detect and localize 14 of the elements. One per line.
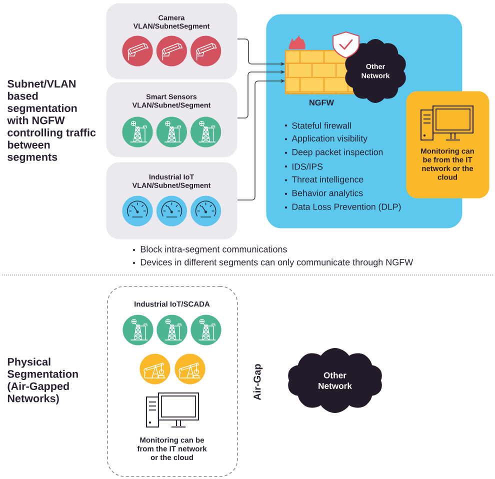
list-item: Stateful firewall	[292, 122, 351, 129]
list-item: Deep packet inspection	[292, 148, 383, 157]
firewall-label: NGFW	[310, 100, 334, 106]
vertical-label: Air-Gap	[253, 364, 263, 400]
section-heading: Subnet/VLAN based segmentation with NGFW controlling traffic between segments	[7, 80, 96, 163]
list-item: Data Loss Prevention (DLP)	[292, 203, 401, 212]
list-item: IDS/IPS	[292, 163, 323, 170]
bullet-item: Devices in different segments can only communicate through NGFW	[140, 258, 414, 268]
list-item: Behavior analytics	[292, 190, 363, 198]
list-item: Application visibility	[292, 135, 368, 144]
section-heading: Physical Segmentation (Air-Gapped Networks)	[8, 358, 78, 404]
bullet-item: Block intra-segment communications	[140, 246, 287, 254]
cloud: Other Network	[288, 348, 382, 413]
list-item: Threat intelligence	[292, 176, 364, 184]
